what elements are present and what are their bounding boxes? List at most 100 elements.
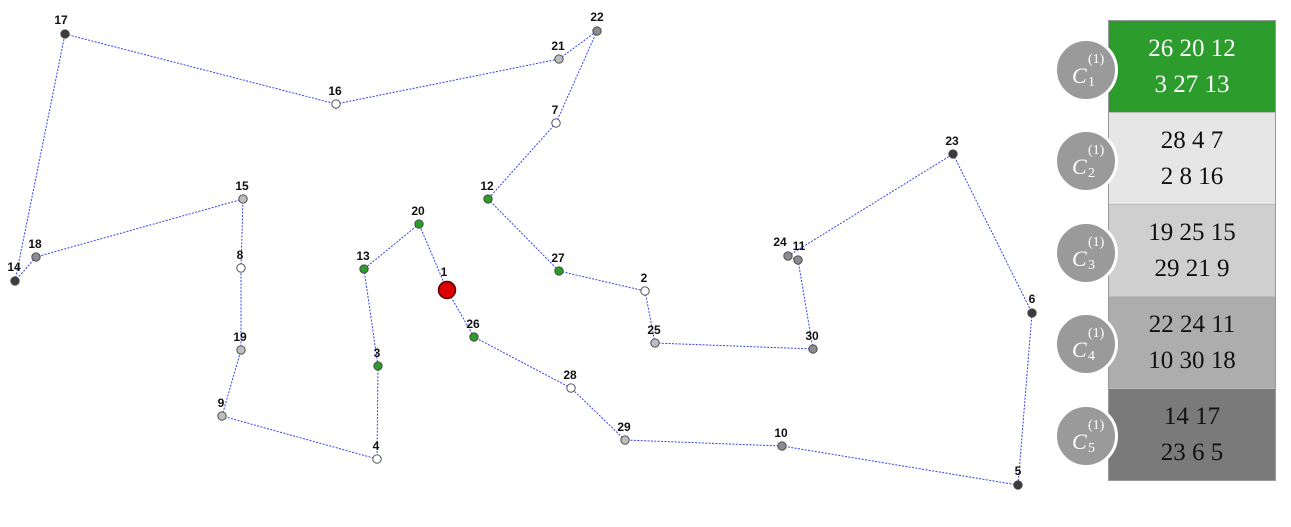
node-label-14: 14 [7, 260, 21, 274]
node-label-24: 24 [773, 235, 787, 249]
customer-node-12 [483, 194, 493, 204]
cluster-symbol: C [1072, 337, 1087, 362]
route-edge-9-19 [221, 349, 242, 417]
route-edge-10-29 [624, 439, 783, 447]
node-label-15: 15 [235, 179, 249, 193]
cluster-superscript: (1) [1088, 418, 1105, 433]
customer-node-15 [238, 194, 248, 204]
customer-node-30 [808, 344, 818, 354]
route-nodes [10, 26, 1037, 490]
route-edge-21-22 [558, 30, 598, 60]
customer-node-23 [948, 149, 958, 159]
cluster-symbol: C [1072, 246, 1087, 271]
customer-node-9 [217, 411, 227, 421]
cluster-badge-3: C (1) 3 [1054, 221, 1118, 285]
customer-node-2 [640, 286, 650, 296]
route-edge-20-13 [363, 223, 420, 270]
route-edge-8-15 [240, 198, 244, 269]
customer-node-18 [31, 252, 41, 262]
node-label-7: 7 [552, 103, 559, 117]
customer-node-16 [331, 99, 341, 109]
cluster-2-line-1: 28 4 7 [1160, 126, 1224, 154]
cluster-symbol: C [1072, 63, 1087, 88]
cluster-4-line-2: 10 30 18 [1148, 346, 1236, 374]
route-edge-17-16 [64, 33, 337, 105]
cluster-badge-5: C (1) 5 [1054, 404, 1118, 468]
cluster-table: 26 20 12 3 27 13 28 4 7 2 8 16 19 25 15 … [1108, 20, 1276, 481]
customer-node-11 [793, 255, 803, 265]
route-edge-25-30 [654, 342, 814, 350]
node-label-1: 1 [441, 265, 448, 279]
route-edge-23-6 [952, 153, 1033, 314]
route-edge-4-9 [221, 415, 378, 460]
node-label-2: 2 [641, 271, 648, 285]
customer-node-8 [236, 263, 246, 273]
cluster-symbol: C [1072, 429, 1087, 454]
cluster-subscript: 5 [1088, 441, 1095, 456]
node-label-9: 9 [218, 396, 225, 410]
node-label-5: 5 [1015, 464, 1022, 478]
route-edge-14-17 [14, 33, 66, 282]
cluster-row-1: 26 20 12 3 27 13 [1109, 21, 1275, 113]
route-edge-29-28 [570, 387, 626, 441]
cluster-row-4: 22 24 11 10 30 18 [1109, 297, 1275, 389]
route-edge-7-12 [487, 122, 557, 200]
cluster-3-line-2: 29 21 9 [1154, 254, 1230, 282]
customer-node-6 [1027, 308, 1037, 318]
route-edge-15-18 [35, 198, 244, 258]
node-label-27: 27 [551, 251, 565, 265]
node-label-20: 20 [411, 204, 425, 218]
node-label-30: 30 [805, 329, 819, 343]
route-edge-30-11 [797, 259, 814, 350]
route-edge-28-26 [473, 336, 572, 389]
route-edge-3-4 [376, 365, 379, 460]
customer-node-13 [359, 264, 369, 274]
customer-node-21 [554, 54, 564, 64]
depot-node [437, 280, 457, 300]
cluster-3-line-1: 19 25 15 [1148, 218, 1236, 246]
customer-node-19 [236, 345, 246, 355]
node-label-3: 3 [374, 346, 381, 360]
route-edge-18-14 [14, 256, 37, 282]
cluster-superscript: (1) [1088, 143, 1105, 158]
node-label-19: 19 [233, 330, 247, 344]
customer-node-29 [620, 435, 630, 445]
route-edge-13-3 [363, 268, 379, 367]
cluster-badge-1: C (1) 1 [1054, 38, 1118, 102]
node-label-13: 13 [356, 249, 370, 263]
node-label-17: 17 [54, 13, 68, 27]
customer-node-17 [60, 29, 70, 39]
node-label-8: 8 [237, 248, 244, 262]
cluster-row-3: 19 25 15 29 21 9 [1109, 205, 1275, 297]
node-label-29: 29 [617, 420, 631, 434]
customer-node-26 [469, 332, 479, 342]
customer-node-22 [592, 26, 602, 36]
cluster-2-line-2: 2 8 16 [1160, 162, 1224, 190]
cluster-4-line-1: 22 24 11 [1148, 310, 1236, 338]
route-edge-24-23 [787, 153, 954, 257]
cluster-subscript: 1 [1088, 75, 1095, 90]
cluster-5-line-1: 14 17 [1163, 402, 1221, 430]
customer-node-24 [783, 251, 793, 261]
cluster-1-line-2: 3 27 13 [1154, 70, 1230, 98]
cluster-superscript: (1) [1088, 235, 1105, 250]
route-edge-5-10 [781, 445, 1019, 486]
route-edges [14, 30, 1033, 486]
route-edge-1-20 [418, 223, 448, 291]
customer-node-7 [551, 118, 561, 128]
node-label-6: 6 [1029, 292, 1036, 306]
cluster-symbol: C [1072, 154, 1087, 179]
customer-node-25 [650, 338, 660, 348]
customer-node-10 [777, 441, 787, 451]
cluster-subscript: 4 [1088, 349, 1095, 364]
node-label-21: 21 [551, 39, 565, 53]
cluster-superscript: (1) [1088, 52, 1105, 67]
cluster-badge-4: C (1) 4 [1054, 312, 1118, 376]
cluster-5-line-2: 23 6 5 [1160, 438, 1224, 466]
route-edge-16-21 [335, 58, 560, 105]
node-label-16: 16 [328, 84, 342, 98]
node-label-11: 11 [793, 239, 806, 253]
cluster-1-line-1: 26 20 12 [1148, 34, 1236, 62]
node-label-28: 28 [563, 368, 577, 382]
